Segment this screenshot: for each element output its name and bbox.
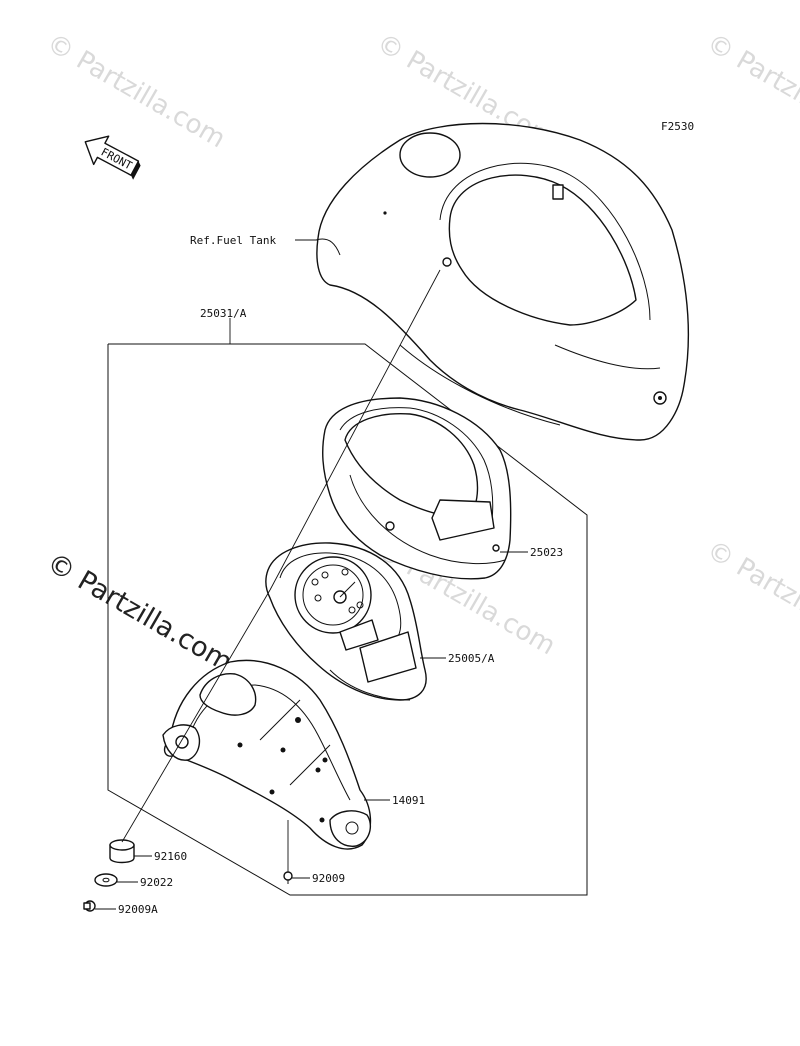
assembly-bracket [107, 343, 588, 896]
watermark-text: © Partzilla.com [702, 28, 800, 154]
label-washer: 92022 [140, 876, 173, 889]
screw-92009a [83, 900, 116, 912]
label-case: 14091 [392, 794, 425, 807]
alignment-line [121, 589, 271, 843]
meter-unit-25005a [265, 542, 446, 701]
figure-code: F2530 [661, 120, 694, 133]
washer-92022 [94, 873, 138, 887]
lower-case-14091 [162, 659, 390, 850]
damper-92160 [109, 839, 152, 864]
front-arrow-icon: FRONT [84, 135, 141, 180]
label-damper: 92160 [154, 850, 187, 863]
label-bezel: 25023 [530, 546, 563, 559]
label-screw: 92009 [312, 872, 345, 885]
label-ref-fuel-tank: Ref.Fuel Tank [190, 234, 276, 247]
label-assembly: 25031/A [200, 307, 247, 320]
fuel-tank-cover [315, 122, 690, 441]
watermark-text: © Partzilla.com [42, 28, 231, 154]
label-screw-a: 92009A [118, 903, 158, 916]
alignment-line [269, 269, 441, 591]
screw-92009 [283, 871, 310, 884]
watermark-text-large: © Partzilla.com [42, 547, 238, 678]
watermark-text: © Partzilla.com [702, 535, 800, 661]
bezel-25023 [322, 397, 528, 580]
label-meter-unit: 25005/A [448, 652, 495, 665]
